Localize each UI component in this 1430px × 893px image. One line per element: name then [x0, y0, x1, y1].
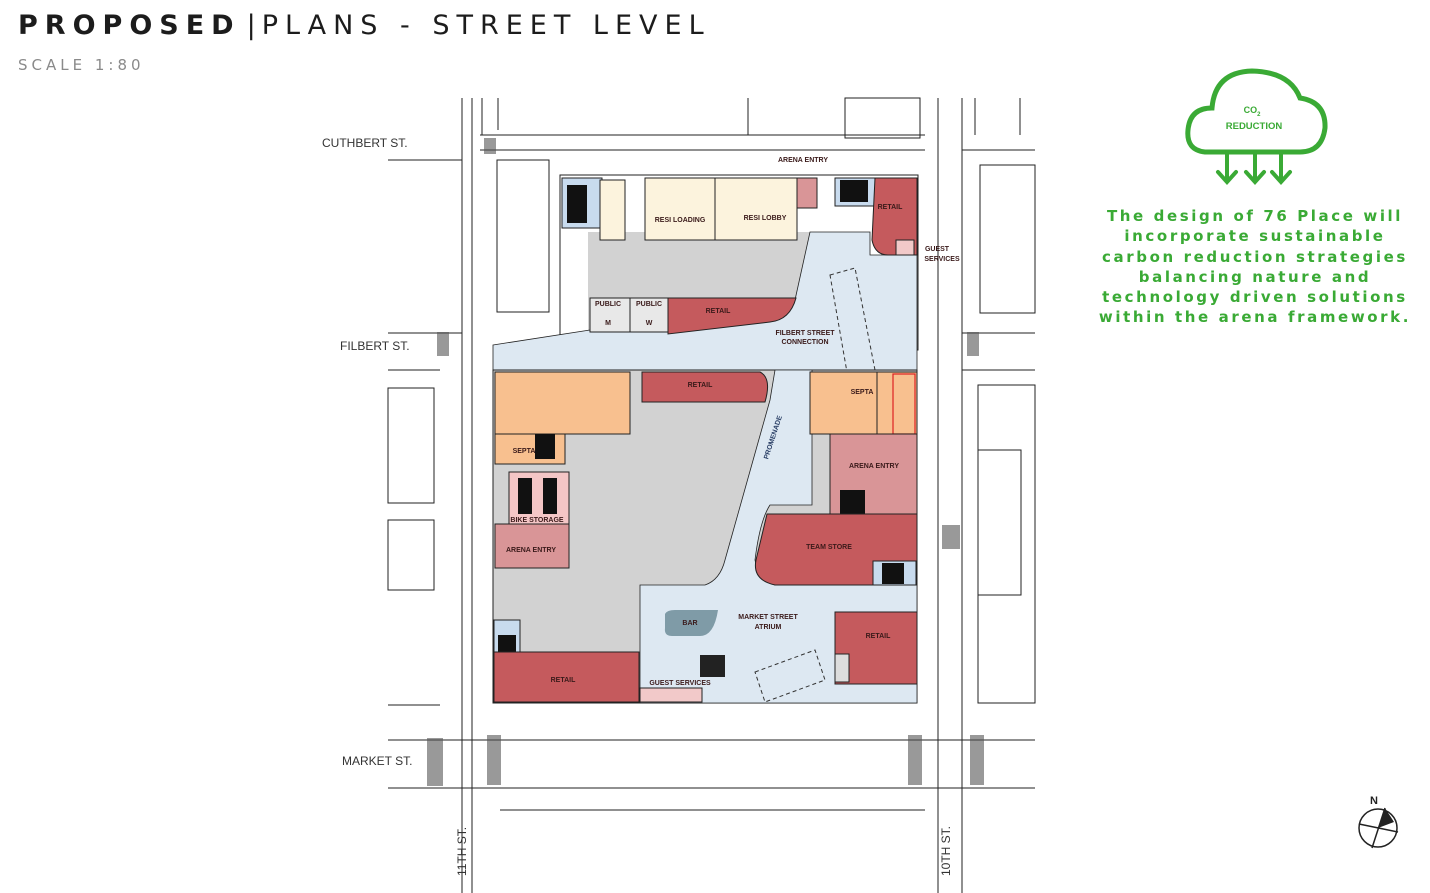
- label-retail-mid: RETAIL: [688, 382, 713, 389]
- retail-bottom-left: [493, 651, 640, 703]
- north-arrow-icon: N: [1358, 795, 1399, 849]
- upper-block: [492, 174, 919, 379]
- co2-text: CO: [1244, 105, 1258, 115]
- label-public-w: PUBLIC: [636, 301, 662, 308]
- bar-counter: [664, 610, 718, 636]
- label-septa-left: SEPTA: [513, 448, 536, 455]
- north-label: N: [1370, 795, 1378, 807]
- lower-block: [492, 369, 918, 704]
- street-filbert: FILBERT ST.: [340, 339, 410, 353]
- retail-mid: [641, 371, 769, 403]
- label-resi-loading: RESI LOADING: [655, 217, 706, 224]
- co2-reduction-cloud-icon: CO2 REDUCTION: [1185, 68, 1328, 185]
- street-11th: 11TH ST.: [455, 827, 469, 876]
- label-retail-filbert: RETAIL: [706, 308, 731, 315]
- retail-filbert: [667, 297, 797, 335]
- label-arena-entry-right: ARENA ENTRY: [849, 463, 899, 470]
- street-context: [387, 97, 1036, 893]
- resi-lobby-room: [714, 177, 798, 241]
- label-guest-services-bottom: GUEST SERVICES: [649, 680, 711, 687]
- label-bar: BAR: [682, 620, 697, 627]
- label-team-store: TEAM STORE: [806, 544, 852, 551]
- scale-label: SCALE 1:80: [18, 56, 145, 74]
- label-public-m: PUBLIC: [595, 301, 621, 308]
- septa-left: [494, 371, 631, 435]
- label-arena-entry-left: ARENA ENTRY: [506, 547, 556, 554]
- statement-line: balancing nature and: [1138, 267, 1372, 286]
- street-cuthbert: CUTHBERT ST.: [322, 136, 408, 150]
- label-septa-right: SEPTA: [851, 389, 874, 396]
- street-10th: 10TH ST.: [939, 826, 953, 876]
- label-public-w-letter: W: [646, 320, 653, 327]
- resi-loading-room: [644, 177, 716, 241]
- statement-line: technology driven solutions: [1102, 288, 1408, 307]
- street-market: MARKET ST.: [342, 754, 412, 768]
- label-bike-storage: BIKE STORAGE: [510, 517, 563, 524]
- title-proposed: PROPOSED: [18, 10, 241, 41]
- page-title: PROPOSED|PLANS - STREET LEVEL: [18, 10, 711, 41]
- label-arena-entry-top: ARENA ENTRY: [778, 157, 828, 164]
- statement-line: incorporate sustainable: [1124, 227, 1386, 246]
- label-retail-bottom-right: RETAIL: [866, 633, 891, 640]
- title-plans: PLANS - STREET LEVEL: [261, 10, 711, 41]
- label-filbert-connection-2: CONNECTION: [781, 339, 828, 346]
- label-filbert-connection-1: FILBERT STREET: [775, 330, 835, 337]
- statement-line: The design of 76 Place will: [1106, 207, 1404, 225]
- sustainability-statement: The design of 76 Place will incorporate …: [1095, 206, 1415, 328]
- crosswalks: [427, 138, 984, 786]
- arena-entry-left: [494, 523, 570, 569]
- statement-line: within the arena framework.: [1098, 308, 1412, 327]
- title-separator: |: [246, 10, 256, 41]
- label-market-atrium-2: ATRIUM: [755, 624, 782, 631]
- label-retail-bottom-left: RETAIL: [551, 677, 576, 684]
- label-public-m-letter: M: [605, 320, 611, 327]
- label-resi-lobby: RESI LOBBY: [744, 215, 787, 222]
- statement-line: carbon reduction strategies: [1102, 247, 1408, 266]
- svg-text:CO2: CO2: [1244, 105, 1262, 118]
- label-guest-services-top-1: GUEST: [925, 246, 950, 253]
- label-market-atrium-1: MARKET STREET: [738, 614, 798, 621]
- label-retail-top-right: RETAIL: [878, 204, 903, 211]
- co2-reduction-label: REDUCTION: [1226, 121, 1283, 132]
- label-guest-services-top-2: SERVICES: [924, 256, 960, 263]
- co2-subscript: 2: [1257, 112, 1261, 118]
